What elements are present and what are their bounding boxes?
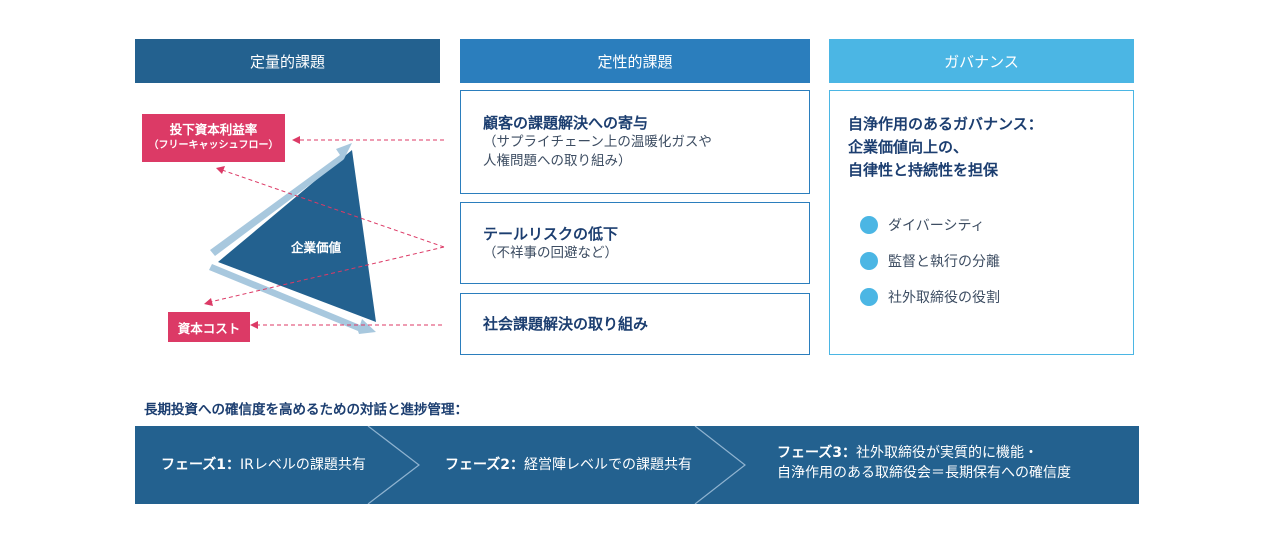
capital-cost-label: 資本コスト: [168, 312, 250, 342]
enterprise-value-label: 企業価値: [290, 240, 341, 255]
governance-box: 自浄作用のあるガバナンス： 企業価値向上の、 自律性と持続性を担保 ダイバーシテ…: [829, 90, 1134, 355]
dialogue-title: 長期投資への確信度を高めるための対話と進捗管理：: [144, 402, 468, 418]
bullet-dot: [860, 288, 878, 306]
header-quantitative: 定量的課題: [135, 39, 440, 83]
governance-item-separation: 監督と執行の分離: [860, 251, 1000, 271]
up-arrow: [210, 143, 352, 256]
header-qualitative: 定性的課題: [460, 39, 810, 83]
value-triangle: [218, 150, 376, 322]
dashed-arrowheads: [204, 136, 300, 329]
bullet-dot: [860, 252, 878, 270]
qualitative-item-social: 社会課題解決の取り組み: [460, 293, 810, 355]
phase-bar: フェーズ1：IRレベルの課題共有 フェーズ2：経営陣レベルでの課題共有 フェーズ…: [135, 426, 1139, 504]
bullet-dot: [860, 216, 878, 234]
dashed-connectors: [209, 139, 445, 326]
phase-chevrons: [367, 426, 746, 504]
down-arrow: [209, 264, 376, 334]
value-triangle-diagram: [204, 136, 445, 334]
governance-main-text: 自浄作用のあるガバナンス： 企業価値向上の、 自律性と持続性を担保: [848, 115, 1043, 179]
phase-2: フェーズ2：経営陣レベルでの課題共有: [445, 457, 693, 473]
governance-item-diversity: ダイバーシティ: [860, 215, 985, 235]
phase-1: フェーズ1：IRレベルの課題共有: [161, 457, 366, 473]
qualitative-item-tail-risk: テールリスクの低下 （不祥事の回避など）: [460, 202, 810, 284]
roic-label: 投下資本利益率 （フリーキャッシュフロー）: [142, 114, 285, 162]
header-governance: ガバナンス: [829, 39, 1134, 83]
governance-item-outside-directors: 社外取締役の役割: [860, 287, 1000, 307]
qualitative-item-customer: 顧客の課題解決への寄与 （サプライチェーン上の温暖化ガスや 人権問題への取り組み…: [460, 90, 810, 194]
phase-3: フェーズ3：社外取締役が実質的に機能・ 自浄作用のある取締役会＝長期保有への確信…: [777, 445, 1071, 481]
